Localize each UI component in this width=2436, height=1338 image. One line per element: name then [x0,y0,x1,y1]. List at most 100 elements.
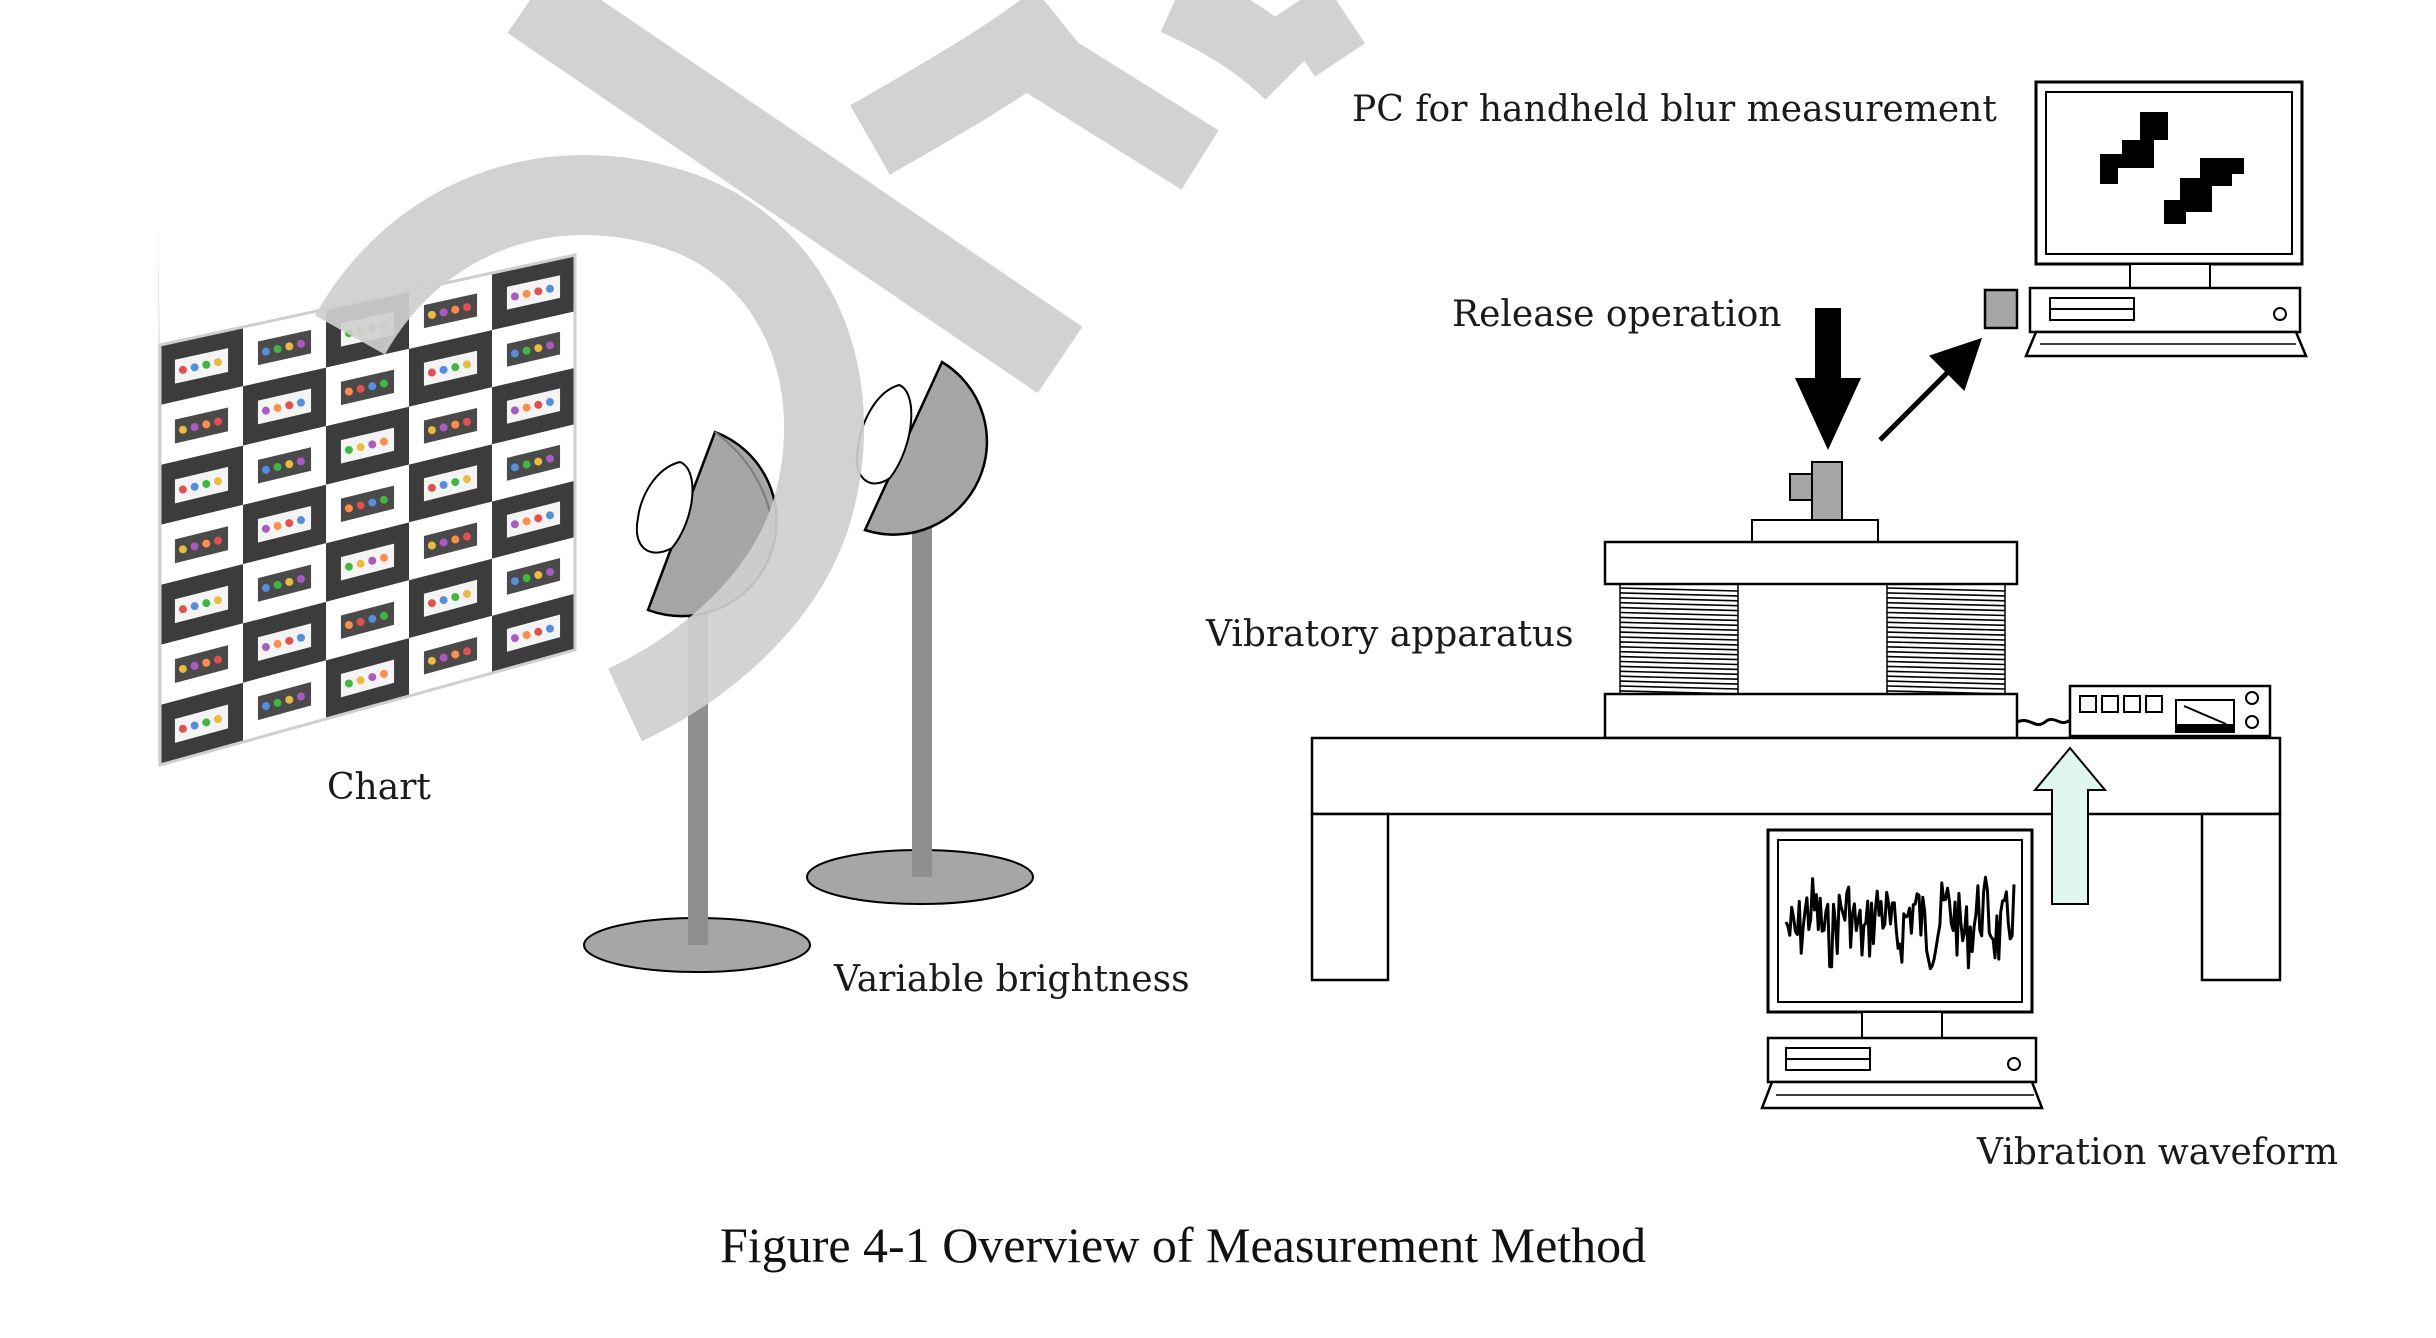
checker-photo-dot [356,618,365,627]
checker-photo-dot [108,563,116,571]
checker-photo-dot [427,368,436,377]
checker-photo-dot [190,423,199,432]
waveform-pc-icon [1760,828,2044,1110]
checker-photo-dot [379,379,388,388]
checker-photo [92,667,145,705]
checker-photo-dot [131,798,139,806]
checker-photo-dot [131,497,139,505]
checker-photo-dot [273,286,282,295]
checker-photo-dot [545,398,554,407]
checker-photo-dot [285,754,294,763]
checker-photo-dot [190,303,199,312]
checker-photo-dot [178,365,187,374]
checker-photo-dot [273,757,282,765]
checker-photo-dot [439,653,448,662]
spring-left [1619,587,1739,695]
checker-photo-dot [285,401,294,410]
spring-coil [1886,660,2006,666]
checker-photo [506,444,561,481]
vibration-waveform-label: Vibration waveform [1977,1132,2339,1173]
checker-photo-dot [629,434,637,442]
checker-photo-dot [510,520,519,529]
checker-photo [92,306,145,341]
checker-photo [423,465,478,502]
checker-photo-dot [344,445,353,454]
checker-photo-dot [368,731,377,740]
spring-coil [1619,641,1739,646]
checker-photo-dot [213,596,222,605]
checker-photo [257,271,312,307]
checker-photo-dot [594,499,602,507]
checker-photo-dot [617,381,625,389]
checker-photo-dot [261,761,270,765]
checker-photo [92,426,145,462]
checker-photo [174,348,229,384]
checker-photo-dot [108,503,116,511]
checker-photo-dot [273,521,282,530]
spring-coil [1619,685,1739,690]
table-icon [1310,736,2282,982]
checker-photo-dot [545,341,554,350]
spring-coil [1619,601,1739,607]
checker-photo-dot [594,668,602,676]
checker-photo-dot [202,599,211,608]
checker-photo-dot [606,384,614,392]
checker-photo-dot [96,747,104,755]
spring-coil [1619,680,1739,685]
checker-photo-dot [119,319,127,327]
checker-photo [174,288,229,324]
checker-cell [575,348,658,424]
checker-photo-dot [285,283,294,292]
checker-photo [174,763,229,765]
checker-photo-dot [510,634,519,643]
checker-photo-dot [96,687,104,695]
checker-photo-dot [108,623,116,631]
checker-photo-dot [617,605,625,613]
checker-photo [92,787,145,826]
checker-photo-dot [131,437,139,445]
checker-photo-dot [273,698,282,707]
checker-photo-dot [96,808,104,816]
checker-photo-dot [594,330,602,338]
spring-coil [1886,587,2006,592]
checker-photo-dot [285,460,294,469]
checker-photo-dot [96,324,104,332]
checker-photo-dot [108,442,116,450]
checker-photo-dot [285,342,294,351]
checker-cell [575,237,658,311]
checker-photo-dot [462,532,471,541]
checker-photo-dot [108,684,116,692]
checker-photo-dot [296,339,305,348]
spring-coil [1619,592,1739,597]
draft-watermark [315,0,1365,742]
waveform-line [1784,875,2016,971]
checker-photo-dot [261,347,270,356]
feedback-arrow [2032,746,2108,905]
checker-photo-dot [296,281,305,290]
checker-photo-dot [545,284,554,293]
checker-photo-dot [379,553,388,562]
checker-photo-dot [451,363,460,372]
spring-coil [1619,675,1739,680]
checker-photo-dot [594,443,602,451]
checker-photo-dot [606,272,614,280]
checker-photo [506,614,561,652]
checker-photo-dot [427,483,436,492]
checker-photo-dot [356,384,365,393]
checker-photo-dot [522,289,531,298]
checker-photo [257,682,312,721]
checker-photo-dot [522,574,531,583]
checker-photo-dot [131,377,139,385]
checker-photo-dot [379,669,388,678]
checker-photo-dot [594,274,602,282]
checker-photo [506,331,561,367]
checker-photo-dot [190,602,199,611]
spring-coil [1886,621,2006,627]
checker-photo-dot [296,516,305,525]
checker-photo-dot [202,420,211,429]
checker-photo-dot [462,647,471,656]
checker-photo [340,659,395,698]
checker-photo-dot [131,557,139,565]
checker-photo-dot [451,305,460,314]
spring-coil [1886,636,2006,641]
